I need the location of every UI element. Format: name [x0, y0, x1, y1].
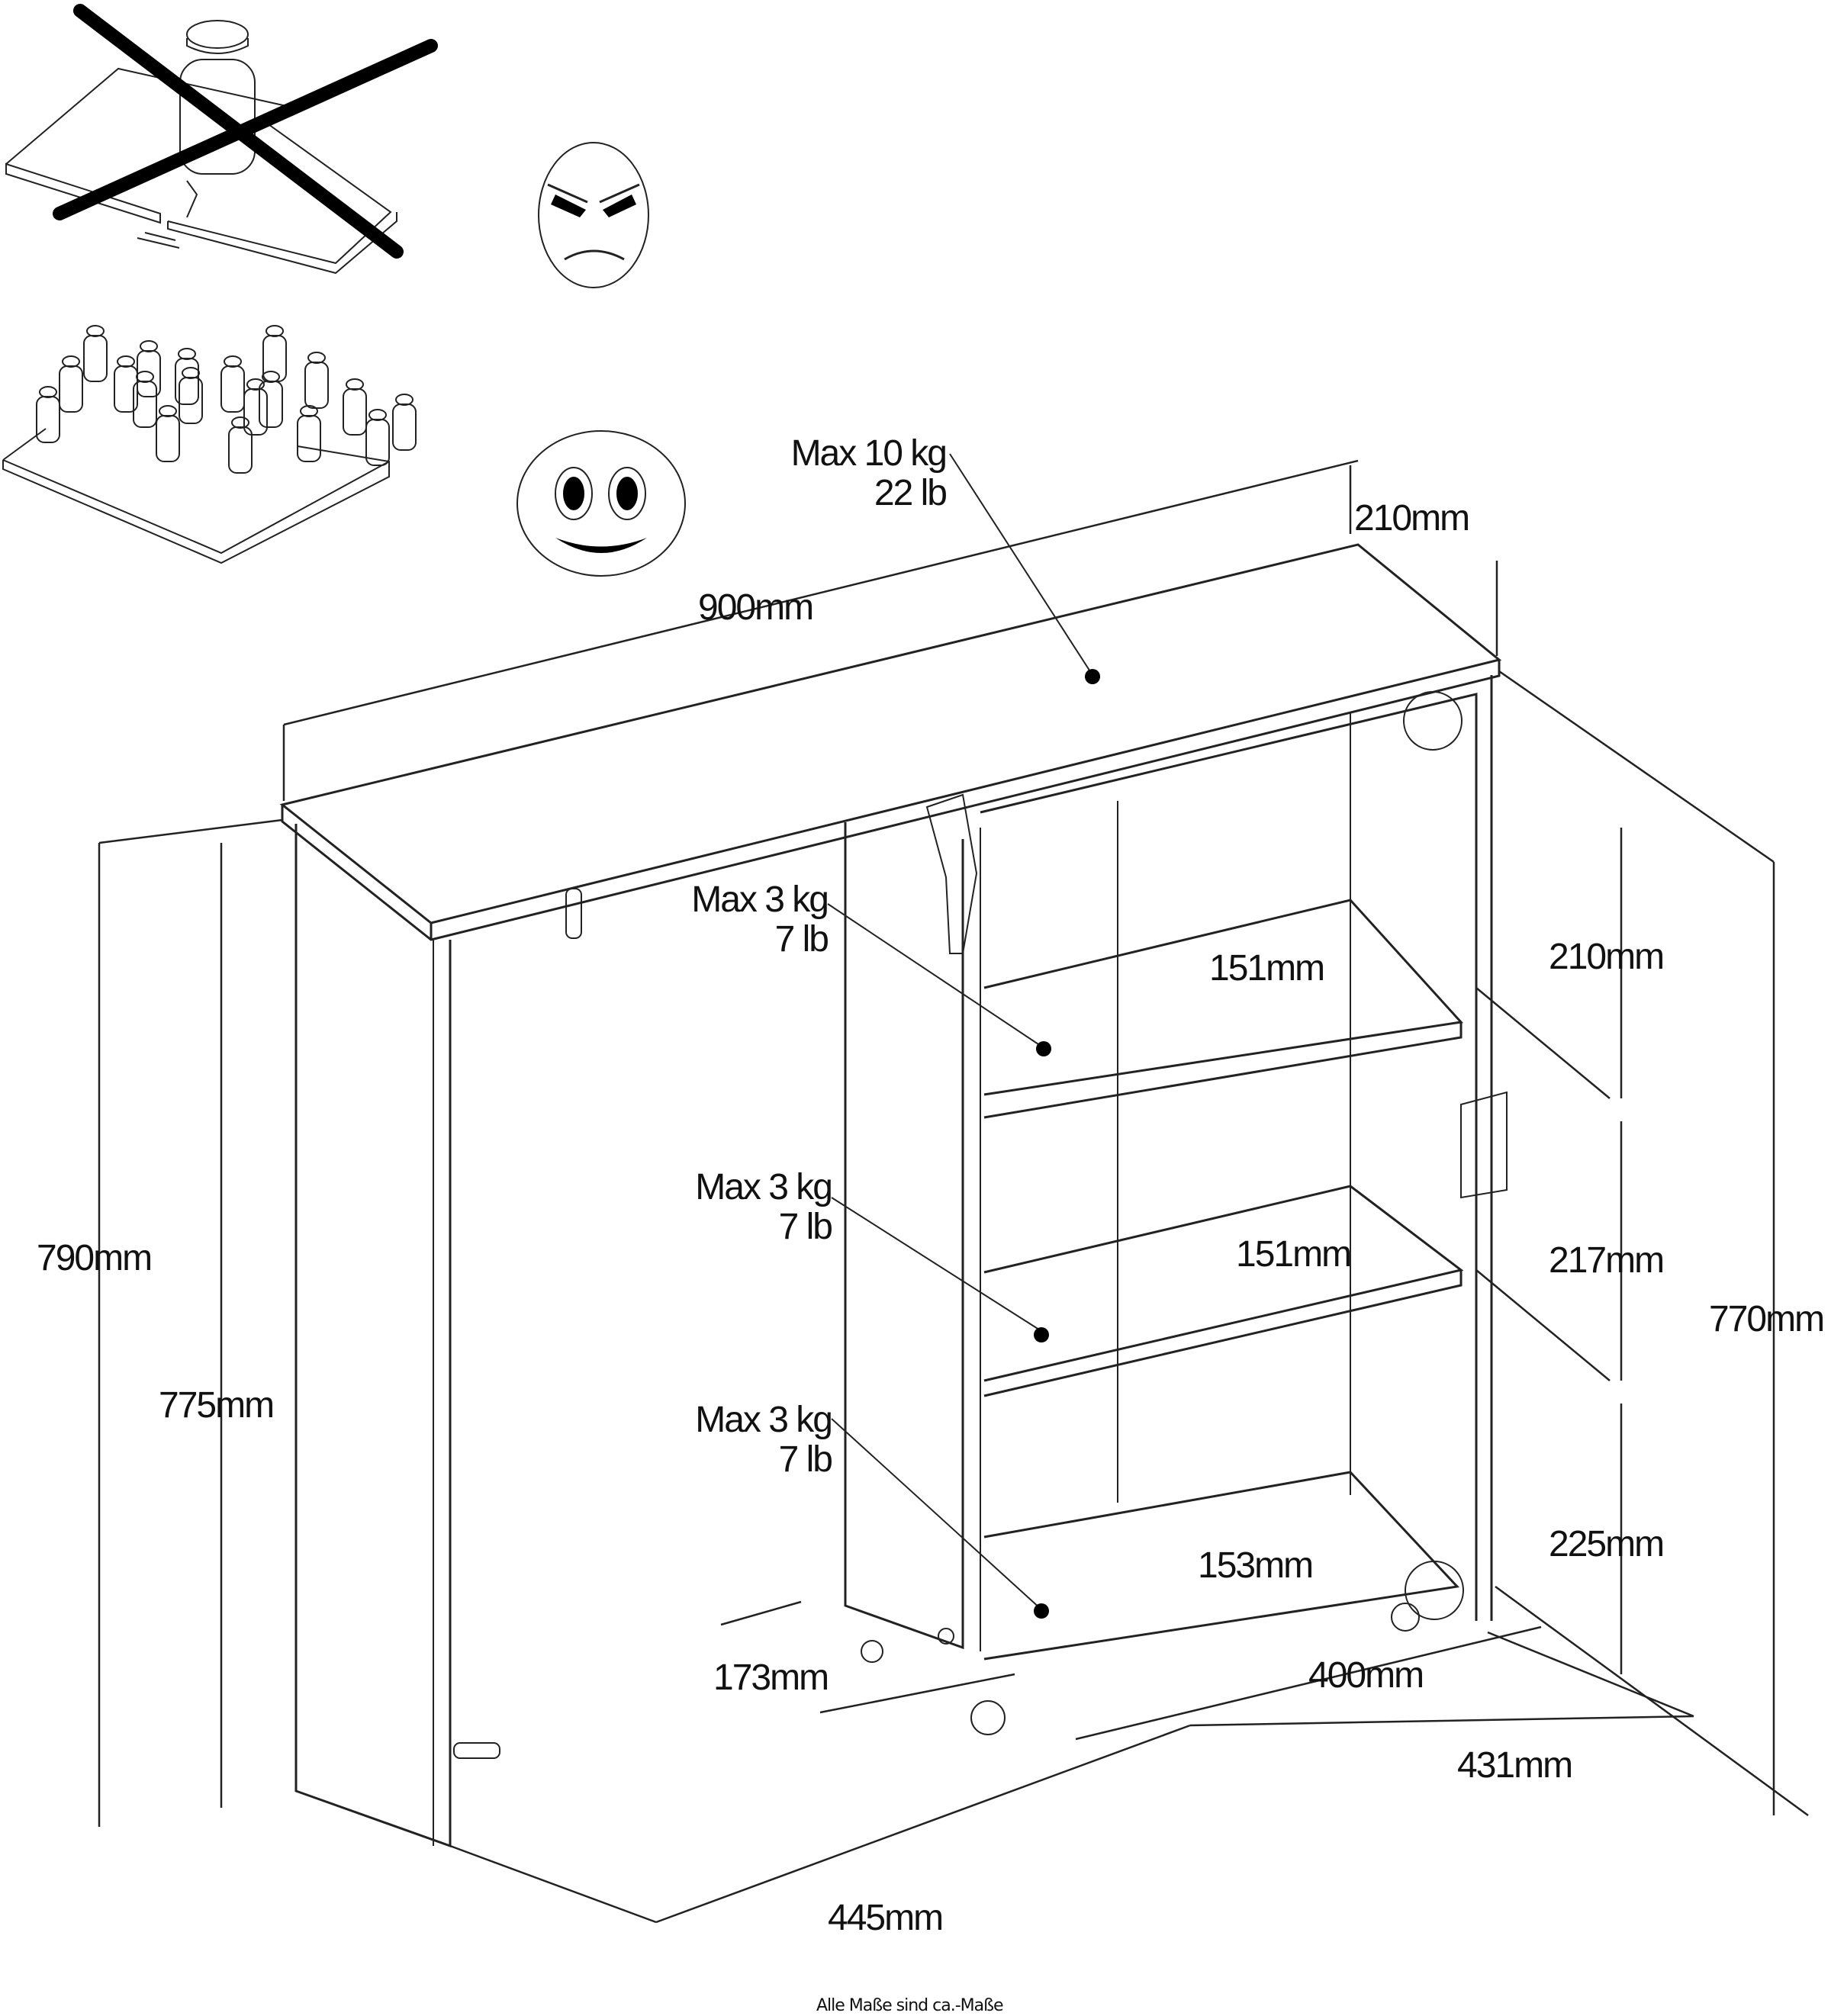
weight-icon — [220, 365, 245, 413]
happy-face-icon — [516, 430, 686, 577]
weight-knob — [346, 378, 364, 391]
weight-knob — [307, 352, 326, 364]
weight-knob — [265, 325, 284, 337]
shelf-3-load-lb: 7 lb — [779, 1439, 832, 1480]
weight-knob — [178, 348, 196, 360]
weight-knob — [262, 371, 280, 383]
dim-base-depth: 173mm — [713, 1657, 828, 1698]
weight-knob — [62, 355, 80, 368]
load-point — [1085, 669, 1100, 684]
dim-overall-depth: 445mm — [828, 1898, 942, 1938]
dim-depth-top: 210mm — [1354, 498, 1469, 539]
weight-icon — [297, 415, 321, 462]
shelf-2-load-lb: 7 lb — [779, 1207, 832, 1247]
weight-knob — [136, 371, 154, 383]
weight-icon — [304, 362, 329, 409]
weight-knob — [140, 340, 158, 352]
top-load-kg: Max 10 kg — [791, 433, 946, 474]
dim-compartment-2: 217mm — [1549, 1240, 1663, 1281]
weight-knob — [86, 325, 105, 337]
dim-height-side: 775mm — [159, 1385, 273, 1426]
angry-face-icon — [538, 142, 649, 288]
weight-knob — [246, 378, 265, 391]
dim-shelf-3-depth: 153mm — [1198, 1545, 1312, 1586]
dim-shelf-2-depth: 151mm — [1236, 1234, 1350, 1275]
top-board — [279, 543, 1502, 924]
weight-icon — [343, 388, 367, 436]
weight-icon — [156, 415, 180, 462]
weight-icon — [259, 381, 283, 428]
weight-knob — [368, 409, 387, 421]
weight-icon — [392, 404, 417, 451]
load-point — [1034, 1603, 1049, 1619]
dim-height-total: 790mm — [37, 1238, 151, 1278]
weight-knob — [117, 355, 135, 368]
shelf-3-load-kg: Max 3 kg — [695, 1400, 832, 1440]
weight-icon — [262, 335, 287, 382]
footnote: Alle Maße sind ca.-Maße — [816, 1996, 1003, 2015]
load-point — [1034, 1327, 1049, 1342]
weight-icon — [59, 365, 83, 413]
dim-inner-width: 400mm — [1308, 1655, 1423, 1696]
weight-knob — [300, 405, 318, 417]
load-point — [1036, 1041, 1051, 1056]
weight-knob — [395, 394, 414, 406]
weight-knob — [224, 355, 242, 368]
weight-knob — [39, 386, 57, 398]
dimension-lines — [98, 459, 1809, 1924]
weight-knob — [231, 416, 249, 429]
bad-load-illustration — [5, 4, 438, 275]
weight-icon — [36, 396, 60, 443]
dim-compartment-1: 210mm — [1549, 937, 1663, 977]
shelf-1-load-kg: Max 3 kg — [691, 879, 828, 920]
cross-out-line — [53, 39, 438, 220]
dim-compartment-3: 225mm — [1549, 1524, 1663, 1564]
weight-knob — [159, 405, 177, 417]
top-load-lb: 22 lb — [874, 473, 946, 513]
weight-knob — [182, 367, 200, 379]
dim-shelf-1-depth: 151mm — [1209, 948, 1324, 989]
good-load-illustration — [2, 325, 417, 564]
dim-width-top: 900mm — [698, 587, 813, 628]
cabinet-drawing — [279, 543, 1508, 1848]
dim-cabinet-width: 431mm — [1457, 1745, 1572, 1786]
shelf-2-load-kg: Max 3 kg — [695, 1167, 832, 1207]
weight-icon — [83, 335, 108, 382]
leader-lines — [827, 453, 1093, 1610]
dim-height-right: 770mm — [1709, 1299, 1823, 1339]
shelf-1-load-lb: 7 lb — [775, 919, 829, 960]
